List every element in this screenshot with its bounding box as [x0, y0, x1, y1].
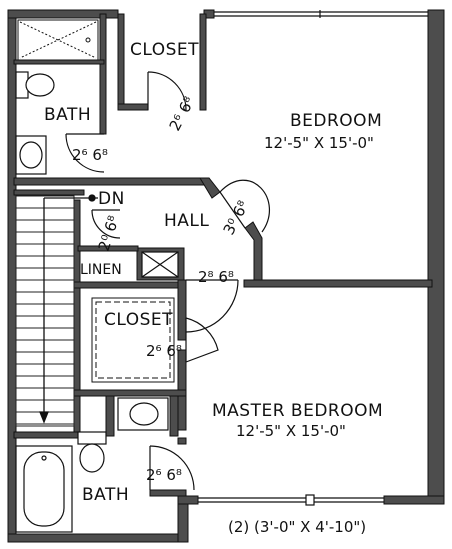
label-linen: LINEN	[80, 262, 122, 278]
label-master-bedroom: MASTER BEDROOM	[212, 401, 383, 421]
closet-shelf	[91, 297, 175, 383]
door-size-master: 2⁸ 6⁸	[198, 268, 234, 286]
door-bedroom	[219, 191, 246, 229]
label-bath-bottom: BATH	[82, 485, 129, 505]
label-closet-top: CLOSET	[130, 40, 199, 60]
door-size-bath-bottom: 2⁶ 6⁸	[146, 466, 182, 484]
room-labels: BATH CLOSET BEDROOM 12'-5" X 15'-0" HALL…	[44, 40, 383, 536]
toilet-top-bath	[15, 71, 55, 99]
label-closet-master: CLOSET	[104, 310, 173, 330]
label-bedroom-dims: 12'-5" X 15'-0"	[264, 134, 374, 152]
door-size-bath-top: 2⁶ 6⁸	[72, 146, 108, 164]
label-bath-top: BATH	[44, 105, 91, 125]
sink-top-bath	[15, 135, 47, 175]
label-window-note: (2) (3'-0" X 4'-10")	[228, 518, 366, 536]
shower	[17, 19, 99, 61]
bedroom-top-window	[214, 10, 428, 18]
door-size-closet-master: 2⁶ 6⁸	[146, 342, 182, 360]
linen-chute	[141, 251, 179, 278]
stair-arrow	[39, 194, 98, 424]
door-swings	[65, 71, 270, 491]
master-bottom-window	[198, 494, 384, 506]
bathtub	[15, 445, 73, 533]
toilet-master-bath	[77, 431, 107, 473]
label-bedroom: BEDROOM	[290, 111, 382, 131]
exterior-walls	[7, 9, 445, 543]
label-hall: HALL	[164, 211, 209, 231]
sink-master-bath	[117, 397, 169, 431]
label-master-dims: 12'-5" X 15'-0"	[236, 422, 346, 440]
staircase	[15, 195, 75, 427]
label-stair-down: DN	[98, 189, 125, 209]
stair-outline	[15, 195, 75, 427]
